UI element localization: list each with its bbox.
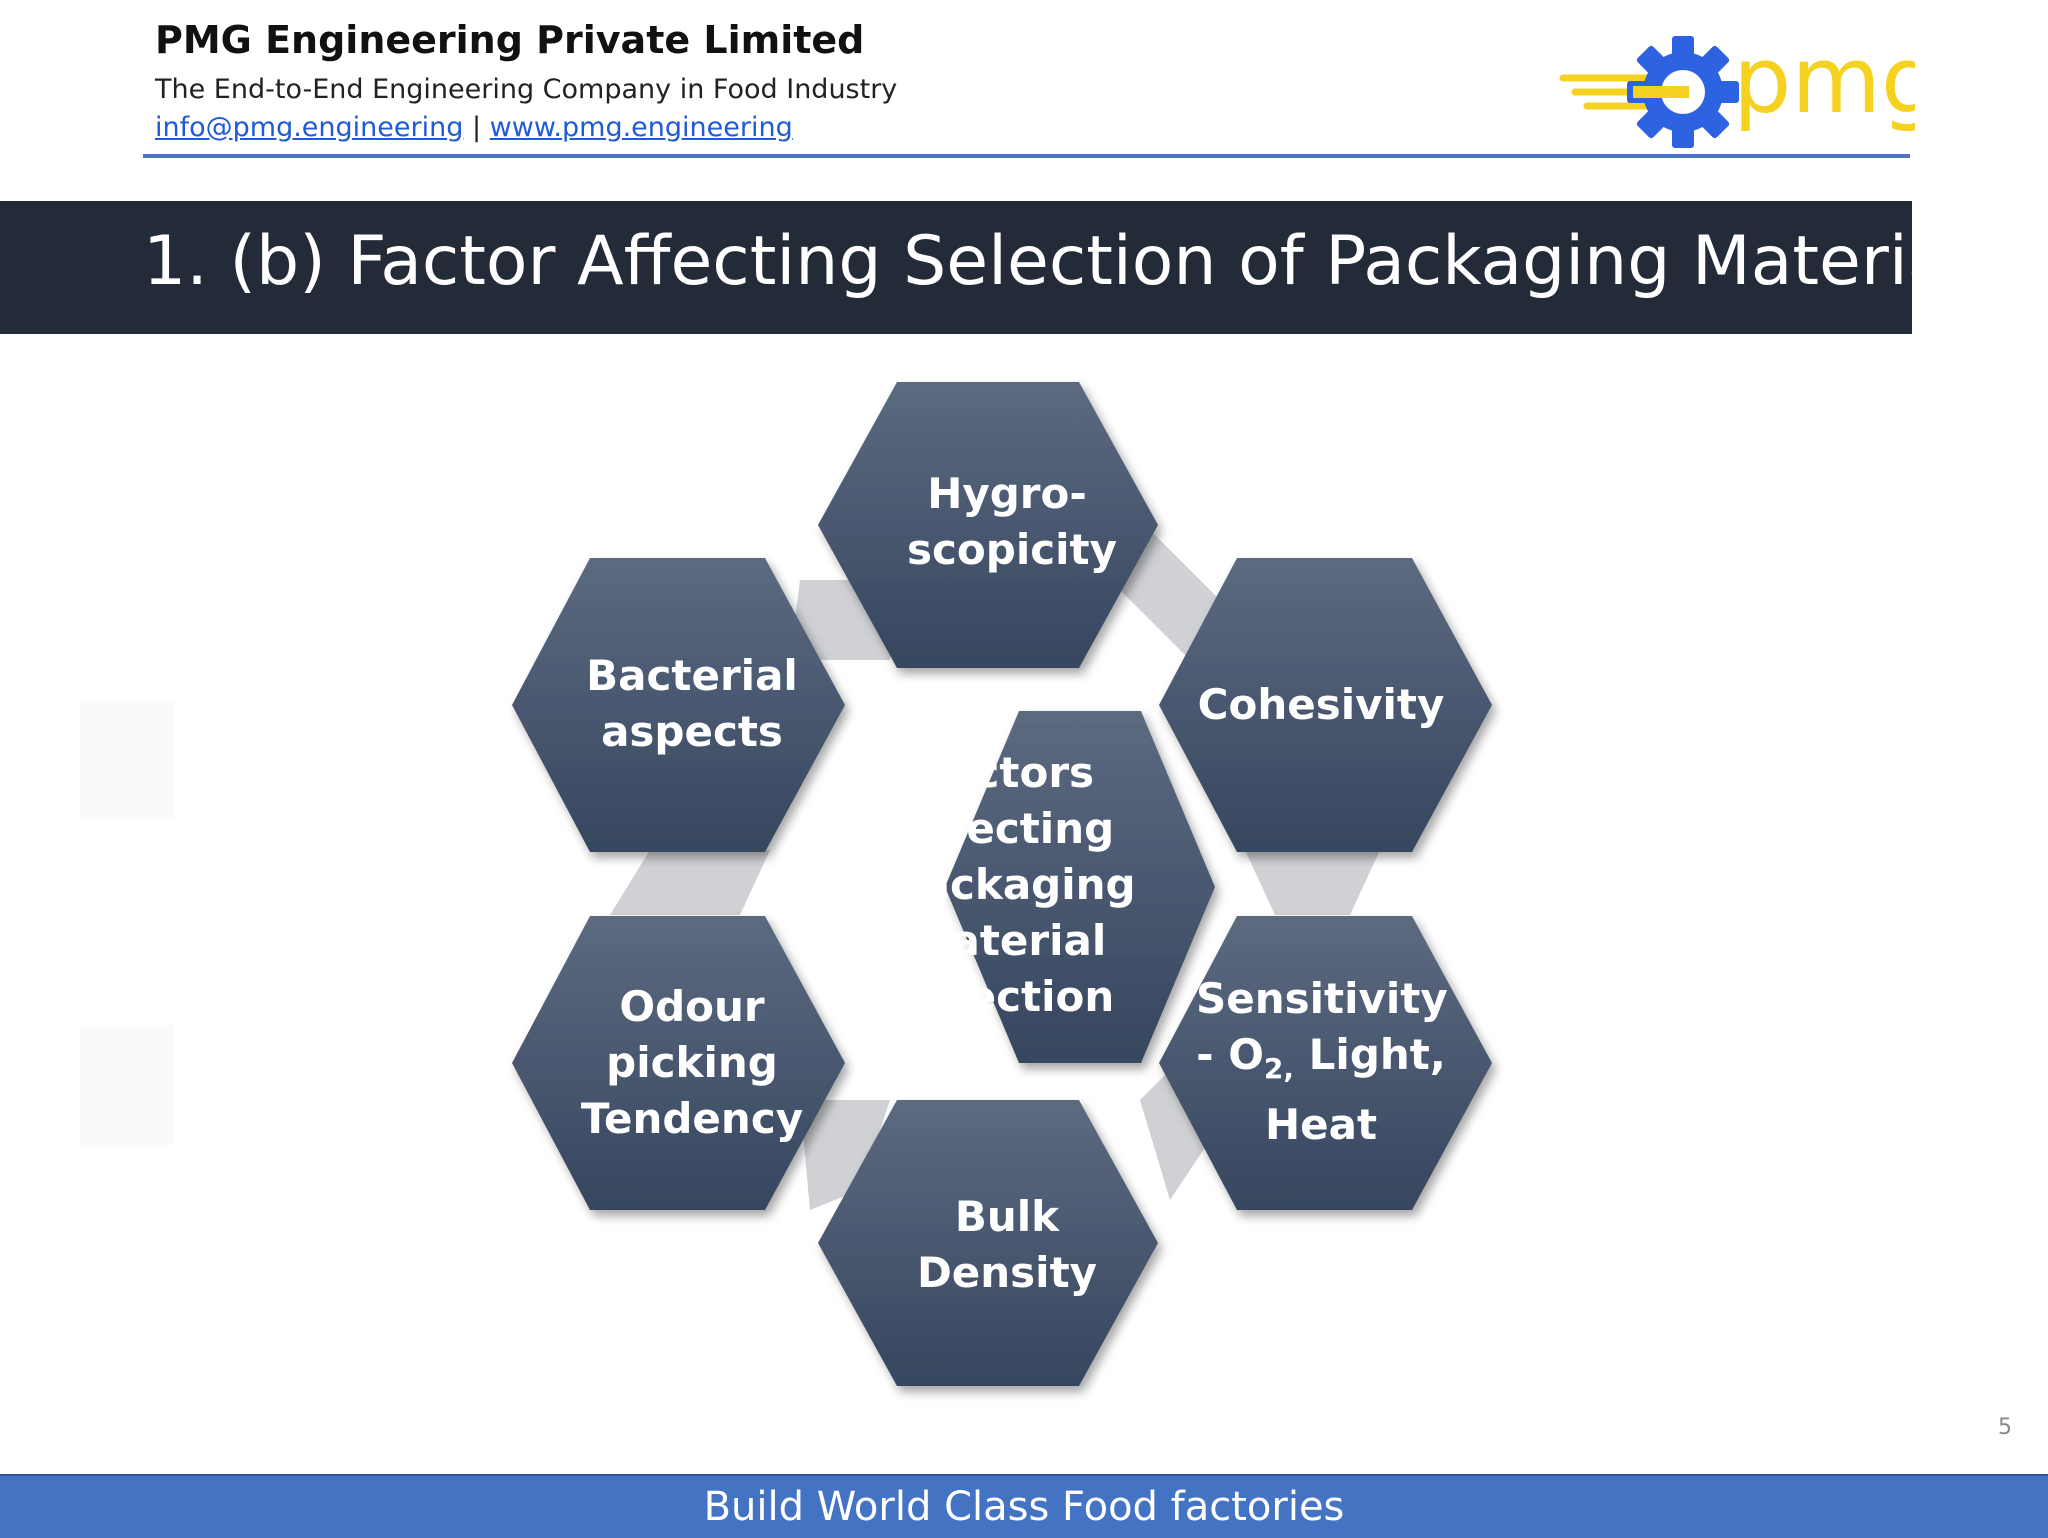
pmg-logo: pmg [1559,27,1915,148]
title-band [0,201,1912,334]
label-hygroscopicity: Hygro-scopicity [907,469,1117,574]
slide-title: 1. (b) Factor Affecting Selection of Pac… [143,222,1969,301]
header-divider [143,154,1910,158]
footer-bar: Build World Class Food factories [0,1474,2048,1538]
hexagon-top [818,382,1158,668]
email-link[interactable]: info@pmg.engineering [155,112,464,143]
connector-right [1245,850,1380,915]
label-cohesivity: Cohesivity [1197,680,1445,729]
label-bulk-density: Bulk Density [916,1192,1098,1297]
logo-text: pmg [1733,27,1915,134]
hexagon-bottom-right [1159,916,1492,1210]
hexagon-center [945,711,1215,1063]
faint-placeholder-top [80,700,175,820]
hexagon-top-right [1159,558,1492,852]
company-tagline: The End-to-End Engineering Company in Fo… [155,74,898,105]
gear-icon [1627,36,1739,148]
label-odour-picking: Odour picking Tendency [580,982,804,1143]
connector-bottom-left [800,1100,890,1210]
sensitivity-suffix: Light, Heat [1264,1029,1446,1150]
website-link[interactable]: www.pmg.engineering [489,112,793,143]
page-number: 5 [1998,1415,2012,1440]
label-bacterial-aspects: Bacterial aspects [586,651,798,756]
contact-links: info@pmg.engineering | www.pmg.engineeri… [155,112,793,143]
hexagon-bottom-left [512,916,845,1210]
connector-left [610,850,770,915]
hexagon-bottom [818,1100,1158,1386]
sensitivity-subscript: 2, [1263,1052,1295,1086]
footer-text: Build World Class Food factories [703,1484,1345,1530]
center-label: Factors Affecting Packaging material sel… [892,748,1136,1021]
company-name: PMG Engineering Private Limited [155,18,865,62]
sensitivity-prefix: Sensitivity - O [1196,973,1448,1079]
hexagons [512,382,1492,1386]
faint-placeholder-bottom [80,1025,175,1145]
label-sensitivity: Sensitivity - O2, Light, Heat [1196,971,1448,1153]
link-separator: | [471,112,482,143]
hexagon-top-left [512,558,845,852]
